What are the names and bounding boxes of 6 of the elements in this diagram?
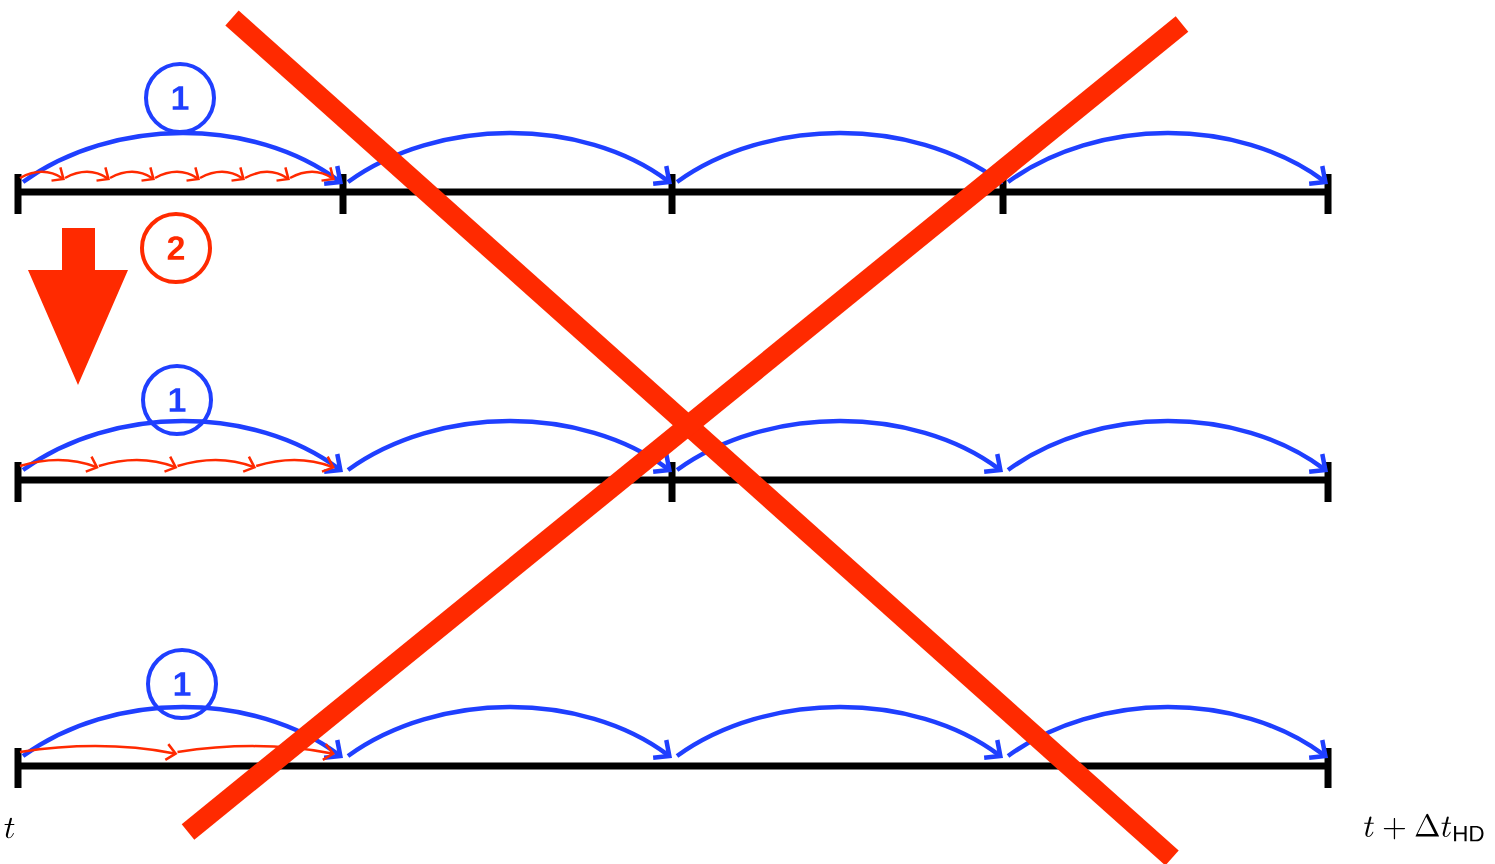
step-number: 1 <box>141 364 213 436</box>
step-number: 1 <box>146 648 218 720</box>
axis-label: $t + \Delta t_{\mathrm{HD}}$ <box>1364 813 1484 842</box>
axis-label: $t$ <box>4 817 15 839</box>
step-number: 1 <box>144 62 216 134</box>
step-number: 2 <box>140 212 212 284</box>
